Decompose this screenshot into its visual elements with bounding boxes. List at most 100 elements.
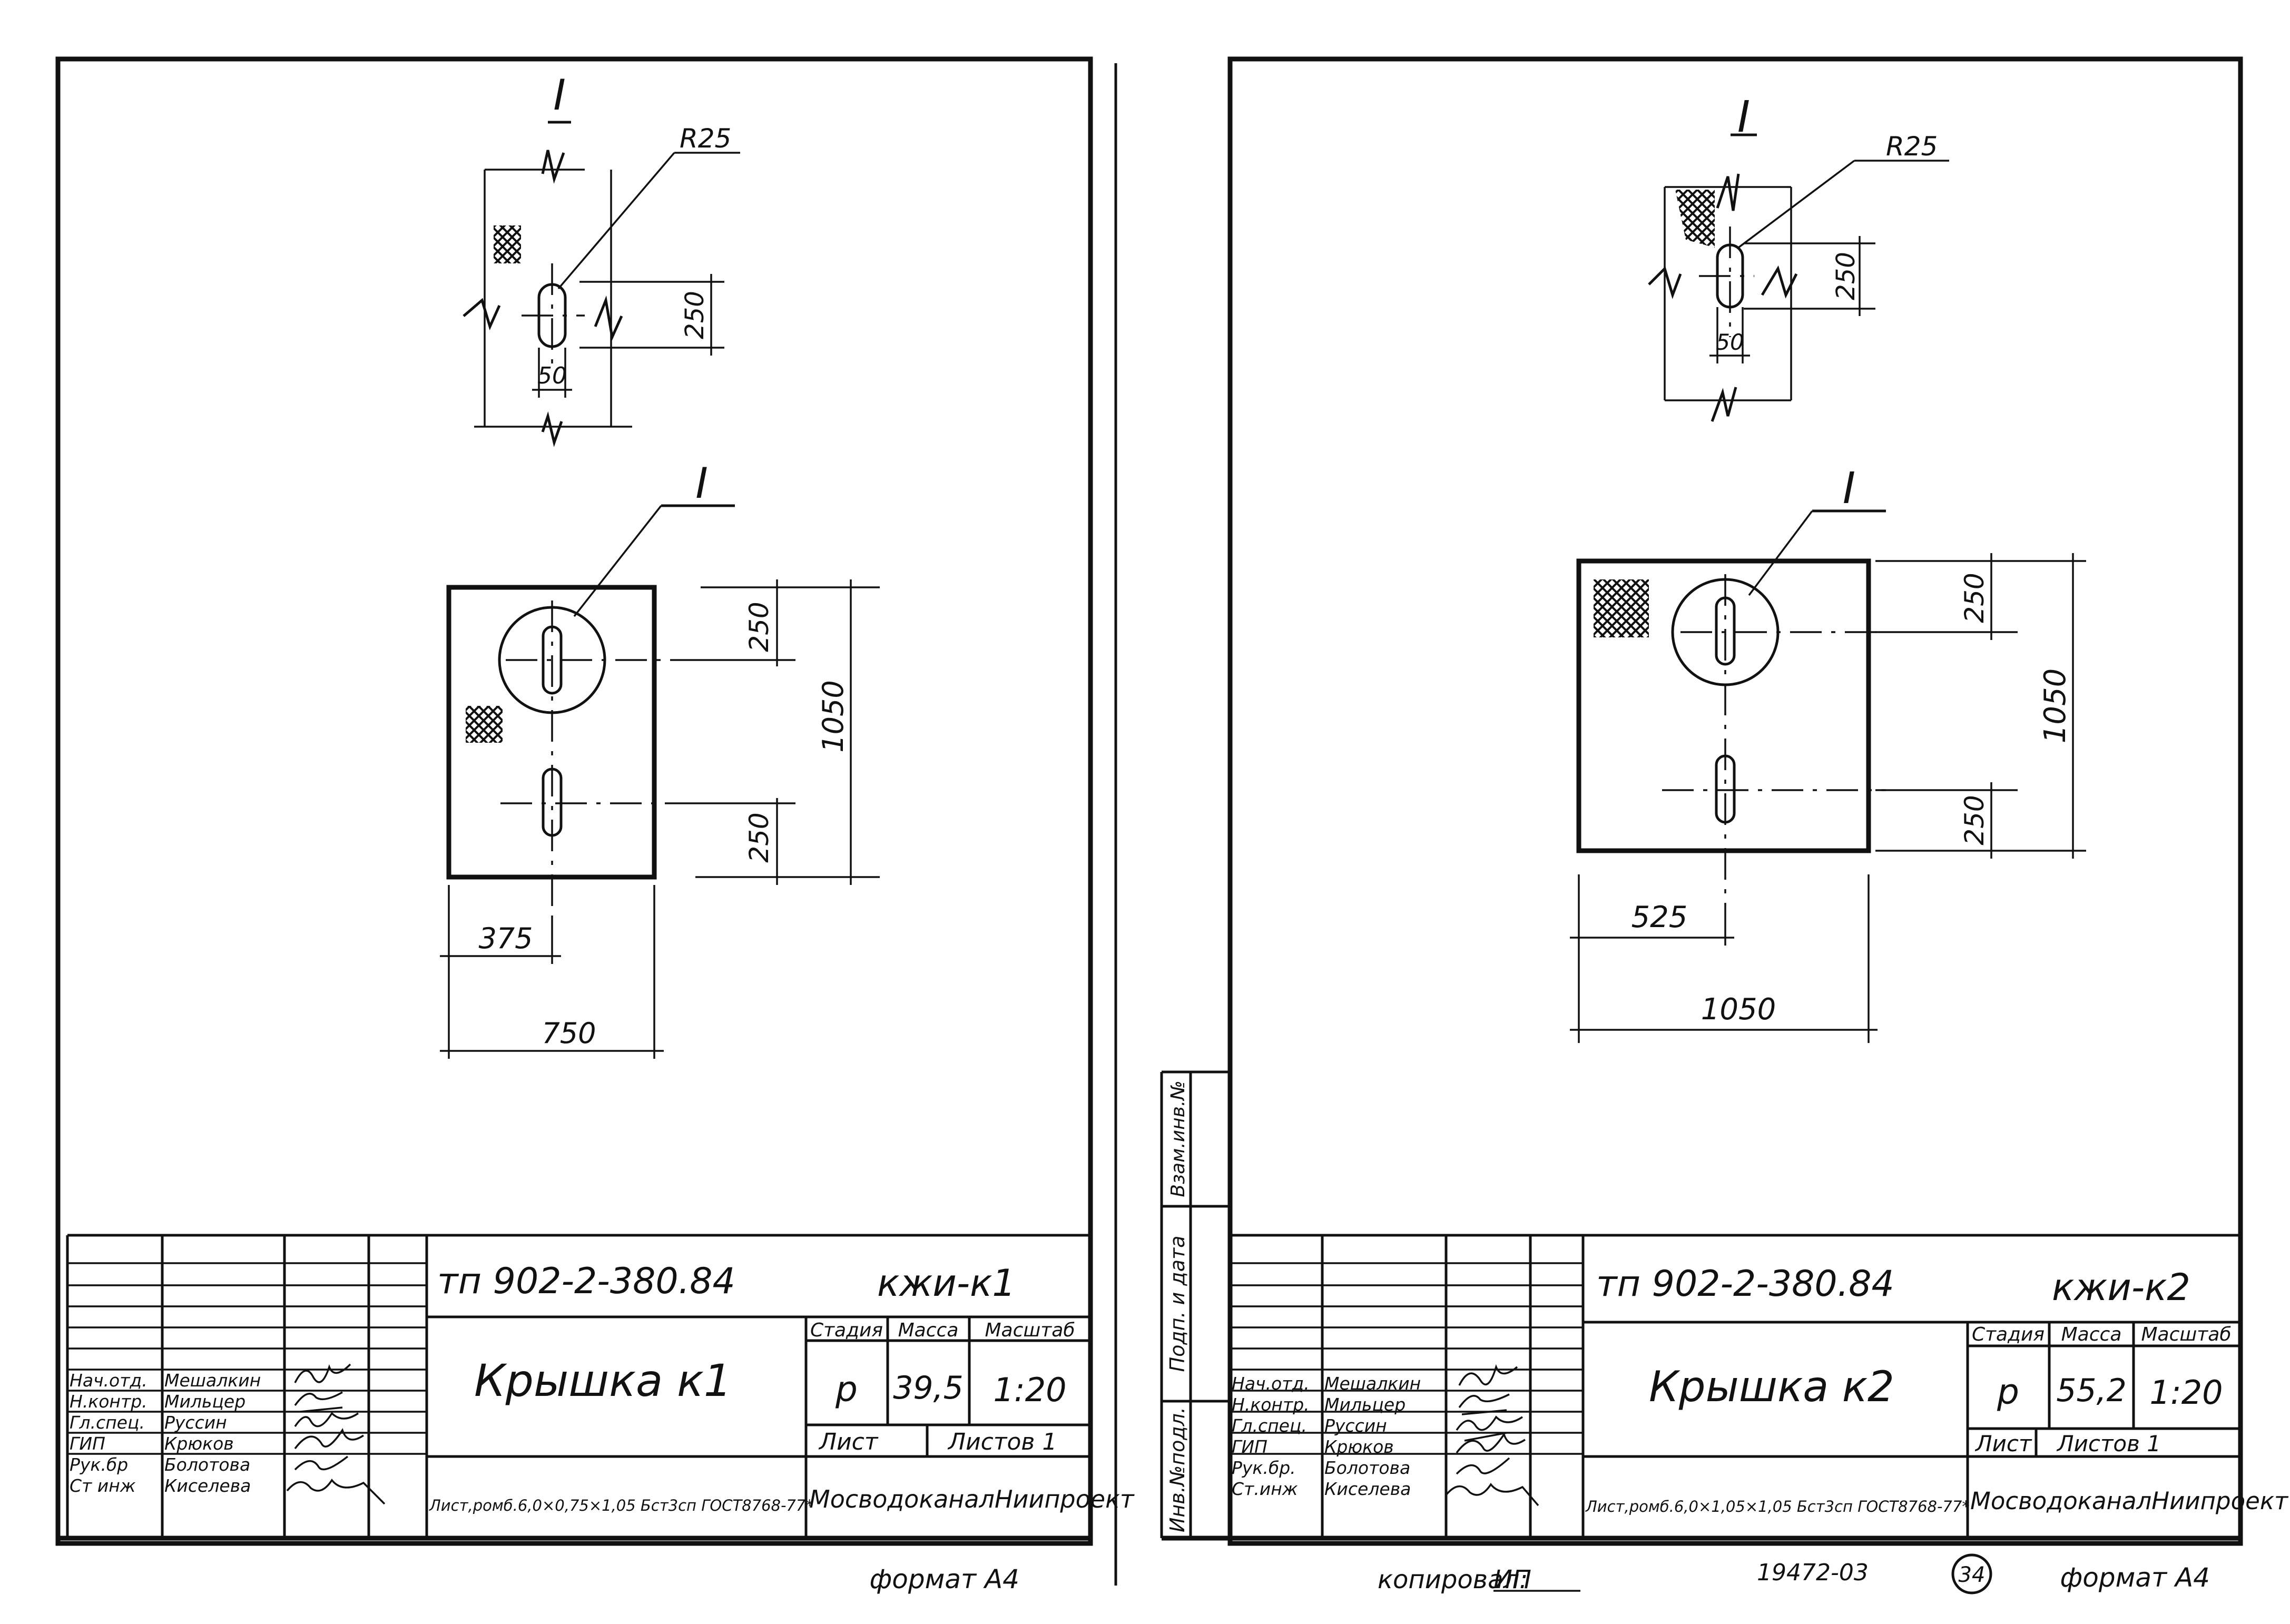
dimension-line — [579, 274, 724, 356]
scale-value: 1:20 — [2149, 1373, 2223, 1412]
person-name: Мешалкин — [1324, 1373, 1421, 1394]
break-line — [1716, 173, 1740, 211]
detail-mark: I — [553, 71, 566, 120]
organization: МосводоканалНиипроект — [809, 1485, 1135, 1513]
side-stamp-sign-date: Подп. и дата — [1166, 1236, 1189, 1372]
extension-line — [695, 586, 880, 878]
detail-view: I R25 250 50 — [463, 71, 740, 447]
dim-label: 250 — [744, 812, 774, 862]
side-stamp-grid — [1160, 1070, 1230, 1538]
stage-header: Стадия — [810, 1320, 883, 1341]
detail-leader — [1748, 510, 1813, 596]
sheet-number: 34 — [1959, 1563, 1986, 1587]
hatch-mark — [1675, 190, 1715, 248]
dim-label: 50 — [1716, 329, 1744, 355]
dim-label: 1050 — [2038, 668, 2072, 744]
copied-label: копировал: — [1378, 1565, 1528, 1595]
side-stamp-replace: Взам.инв.№ — [1167, 1080, 1189, 1197]
dim-label: 250 — [1959, 795, 1990, 845]
break-line — [1761, 265, 1798, 299]
radius-leader — [557, 152, 675, 290]
person-name: Руссин — [1324, 1415, 1387, 1436]
archive-number: 19472-03 — [1757, 1559, 1869, 1586]
format-label: формат А4 — [2060, 1562, 2210, 1593]
scale-header: Масштаб — [985, 1320, 1075, 1341]
break-line — [541, 411, 563, 447]
mass-value: 55,2 — [2056, 1372, 2127, 1409]
material-spec: Лист,ромб.6,0×0,75×1,05 Бст3сп ГОСТ8768-… — [429, 1497, 813, 1514]
person-name: Мильцер — [164, 1391, 245, 1412]
hatch-mark — [1594, 579, 1649, 637]
scale-header: Масштаб — [2141, 1324, 2231, 1345]
sheet-frame — [1227, 56, 2243, 1546]
role-label: Нач.отд. — [70, 1370, 148, 1391]
dim-label: 525 — [1631, 900, 1688, 934]
person-name: Болотова — [164, 1454, 250, 1475]
sheet-title: Крышка к2 — [1649, 1362, 1894, 1411]
copied-signature: ИП — [1493, 1565, 1531, 1595]
role-label: Рук.бр. — [1232, 1458, 1296, 1478]
dim-label: 750 — [542, 1017, 596, 1050]
grid-row — [1230, 1262, 1583, 1455]
person-name: Мильцер — [1324, 1394, 1406, 1415]
title-block: тп 902-2-380.84 кжи-к2 Крышка к2 Стадия … — [1162, 1234, 2289, 1541]
signatures — [1445, 1364, 1539, 1507]
lists-label: Листов 1 — [2056, 1431, 2161, 1456]
person-name: Киселева — [1324, 1479, 1411, 1499]
dim-label: 375 — [478, 922, 533, 955]
side-stamp: Инв.№подл. Подп. и дата Взам.инв.№ — [1160, 1070, 1230, 1538]
break-line — [594, 295, 623, 342]
mass-header: Масса — [2061, 1324, 2122, 1345]
signatures — [286, 1363, 386, 1505]
stage-value: р — [835, 1369, 858, 1410]
plan-view: I 250 250 1050 525 1050 — [1570, 464, 2086, 1043]
sheet-number-circle — [1951, 1553, 1992, 1595]
role-label: ГИП — [1232, 1436, 1267, 1457]
project-number: тп 902-2-380.84 — [1596, 1263, 1894, 1305]
dimension-line — [1990, 553, 2074, 859]
break-line — [1711, 387, 1737, 422]
dim-label: 250 — [680, 291, 710, 339]
title-block: тп 902-2-380.84 кжи-к1 Крышка к1 Стадия … — [58, 1234, 1135, 1541]
role-label: ГИП — [70, 1433, 105, 1454]
detail-leader-mark: I — [1843, 464, 1855, 514]
detail-leader — [573, 505, 662, 617]
role-label: Рук.бр — [70, 1454, 128, 1475]
mass-header: Масса — [898, 1320, 959, 1341]
material-spec: Лист,ромб.6,0×1,05×1,05 Бст3сп ГОСТ8768-… — [1585, 1498, 1970, 1515]
dim-label: 50 — [537, 362, 567, 389]
radius-leader — [1737, 160, 1855, 249]
person-name: Болотова — [1324, 1458, 1410, 1478]
side-stamp-inv: Инв.№подл. — [1166, 1407, 1189, 1532]
dim-label: 1050 — [817, 680, 850, 752]
role-label: Ст.инж — [1232, 1479, 1298, 1499]
break-line — [541, 150, 565, 184]
dim-label: 250 — [1831, 252, 1861, 300]
role-label: Н.контр. — [70, 1391, 148, 1412]
extension-line — [1578, 874, 1870, 1043]
person-name: Крюков — [1324, 1436, 1394, 1457]
dimension-line — [532, 348, 572, 398]
sheet-left: I R25 250 50 I — [55, 56, 1135, 1595]
grid-col — [1321, 1235, 1585, 1538]
dim-label: 1050 — [1701, 992, 1776, 1027]
plan-view: I 250 250 1050 375 750 — [440, 459, 880, 1059]
sheet-code: кжи-к1 — [877, 1262, 1016, 1305]
organization: МосводоканалНиипроект — [1970, 1487, 2289, 1515]
role-label: Гл.спец. — [1232, 1415, 1307, 1436]
person-name: Мешалкин — [164, 1370, 261, 1391]
project-number: тп 902-2-380.84 — [437, 1261, 735, 1302]
role-label: Гл.спец. — [70, 1412, 145, 1433]
dim-label: 250 — [744, 602, 774, 652]
detail-view: I R25 250 50 — [1648, 92, 1949, 422]
cover-plate — [1576, 558, 1871, 853]
grid-col — [66, 1235, 428, 1538]
format-label: формат А4 — [870, 1564, 1019, 1595]
lists-label: Листов 1 — [947, 1429, 1057, 1455]
radius-label: R25 — [680, 123, 731, 154]
stage-value: р — [1997, 1372, 2019, 1412]
dimension-line — [1709, 307, 1750, 363]
sheet-right: Инв.№подл. Подп. и дата Взам.инв.№ I R25… — [1160, 56, 2289, 1595]
radius-label: R25 — [1886, 131, 1938, 162]
